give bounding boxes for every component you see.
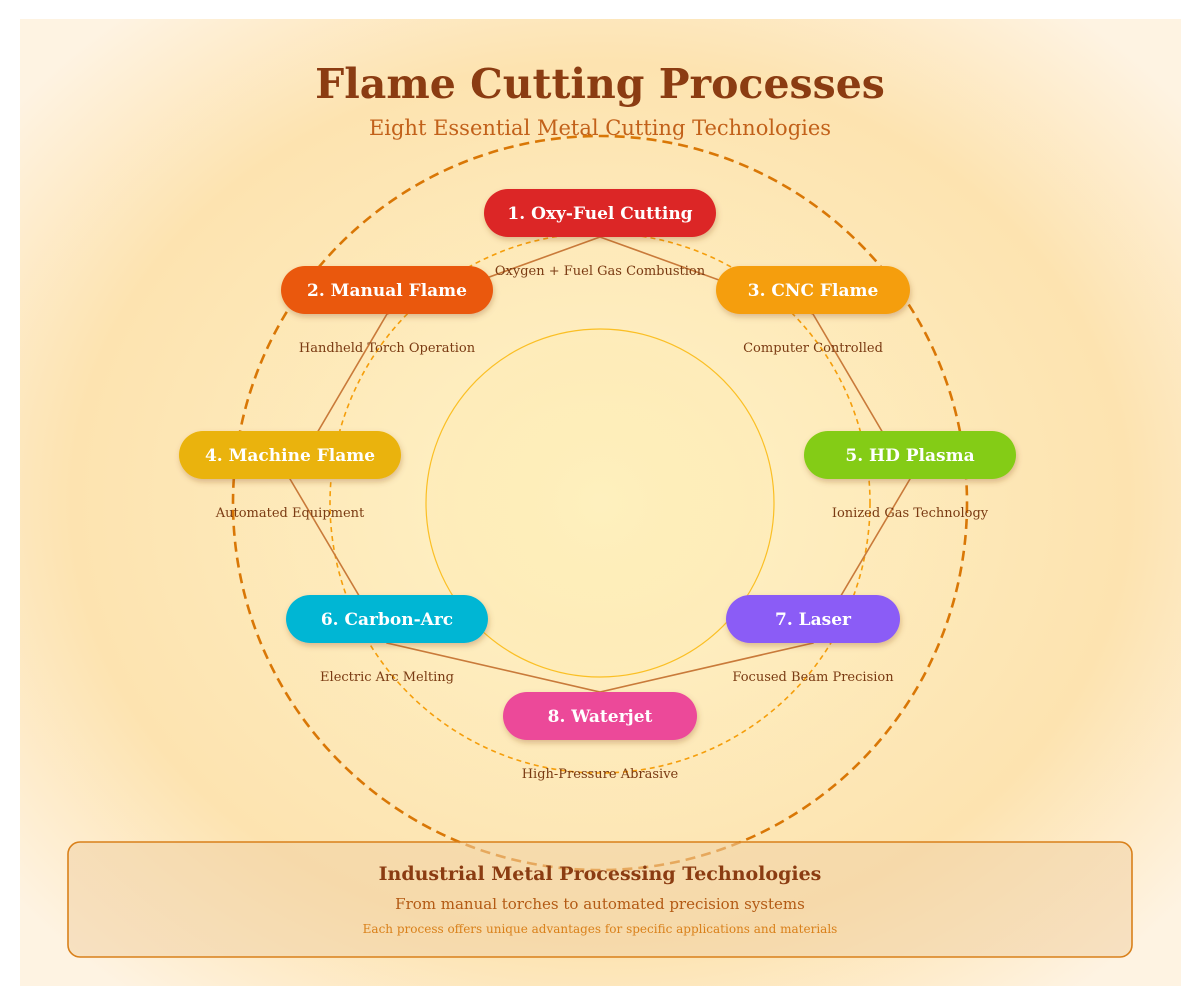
process-pill-carbon-arc	[286, 595, 488, 643]
process-description-machine-flame: Automated Equipment	[215, 506, 365, 521]
process-description-waterjet: High-Pressure Abrasive	[522, 767, 679, 782]
footer-panel: Industrial Metal Processing Technologies…	[67, 841, 1133, 958]
process-pill-laser	[726, 595, 900, 643]
process-description-oxy-fuel: Oxygen + Fuel Gas Combustion	[495, 264, 706, 279]
process-label-machine-flame: 4. Machine Flame	[205, 446, 375, 466]
process-description-hd-plasma: Ionized Gas Technology	[832, 506, 989, 521]
process-label-laser: 7. Laser	[775, 610, 852, 630]
process-label-manual-flame: 2. Manual Flame	[307, 281, 467, 301]
process-pill-cnc-flame	[716, 266, 910, 314]
process-pill-hd-plasma	[804, 431, 1016, 479]
process-label-waterjet: 8. Waterjet	[548, 707, 653, 727]
process-pill-waterjet	[503, 692, 697, 740]
process-label-carbon-arc: 6. Carbon-Arc	[321, 610, 453, 630]
process-description-laser: Focused Beam Precision	[732, 670, 894, 685]
footer-title: Industrial Metal Processing Technologies	[379, 863, 822, 885]
process-label-oxy-fuel: 1. Oxy-Fuel Cutting	[507, 204, 692, 224]
process-pill-oxy-fuel	[484, 189, 716, 237]
process-label-hd-plasma: 5. HD Plasma	[845, 446, 974, 466]
process-description-carbon-arc: Electric Arc Melting	[320, 670, 454, 685]
process-pill-manual-flame	[281, 266, 493, 314]
footer-note: Each process offers unique advantages fo…	[363, 922, 838, 936]
process-pill-machine-flame	[179, 431, 401, 479]
page-title: Flame Cutting Processes	[315, 60, 885, 108]
inner-ring	[425, 328, 775, 678]
footer-box	[67, 841, 1133, 958]
footer-subtitle: From manual torches to automated precisi…	[395, 895, 805, 913]
process-description-manual-flame: Handheld Torch Operation	[299, 341, 476, 356]
process-label-cnc-flame: 3. CNC Flame	[748, 281, 879, 301]
process-description-cnc-flame: Computer Controlled	[743, 341, 883, 356]
